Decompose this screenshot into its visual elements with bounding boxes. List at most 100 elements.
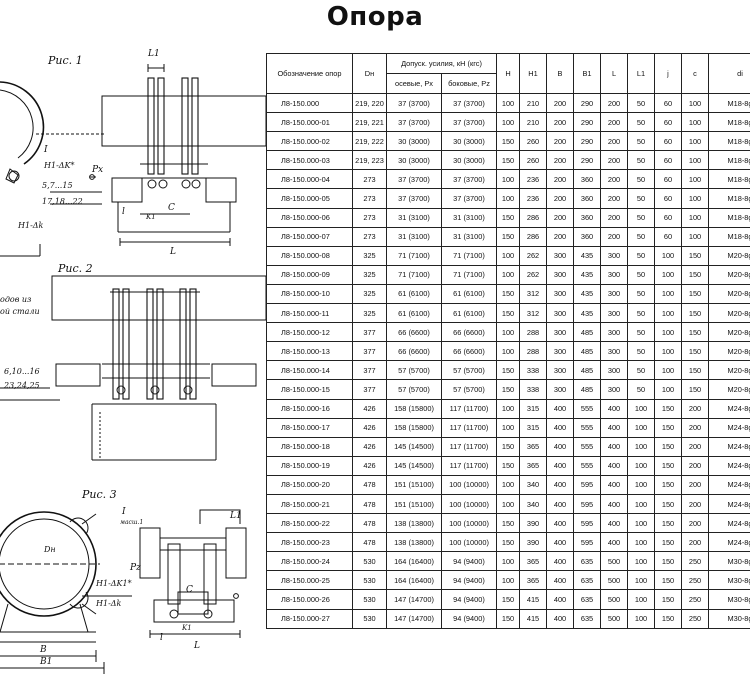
table-cell: 400 [600,436,628,457]
label-h1-dk-fig3: H1-Δk [95,599,122,608]
table-cell: 150 [654,417,682,438]
table-cell: 555 [573,417,601,438]
table-cell: Л8-150.000-25 [266,570,353,591]
table-cell: 100 (10000) [441,493,497,515]
table-cell: 555 [573,398,601,419]
table-cell: 400 [546,570,574,591]
table-cell: 435 [573,264,601,285]
table-cell: 117 (11700) [441,455,497,476]
table-cell: 390 [519,513,547,534]
table-cell: 500 [600,551,628,572]
support-drawing: Рис. 1 L1 Px I H1-ΔK* 5,7...15 17,18...2… [0,49,266,674]
table-cell: 150 [496,436,520,457]
table-cell: Л8-150.000-24 [266,551,353,572]
note-line-1: одов из [0,295,31,304]
dim-l-small-fig3: l [160,633,163,643]
table-cell: Л8-150.000-26 [266,589,353,610]
table-cell: 100 [681,112,709,133]
table-cell: 61 (6100) [441,283,497,305]
table-cell: 100 [496,264,520,285]
table-cell: 60 [654,226,682,247]
table-cell: 150 [654,532,682,553]
table-cell: 300 [546,283,574,305]
table-cell: 71 (7100) [441,264,497,285]
table-cell: 100 [681,226,709,247]
table-cell: 60 [654,150,682,171]
table-cell: Л8-150.000-19 [266,455,353,476]
table-cell: Л8-150.000-02 [266,131,353,152]
table-cell: 200 [681,532,709,553]
table-cell: 300 [600,264,628,285]
table-cell: 100 [627,551,655,572]
table-cell: 400 [546,551,574,572]
table-cell: 100 [496,341,520,362]
table-cell: Л8-150.000-27 [266,608,353,629]
table-cell: 57 (5700) [386,360,442,381]
table-cell: 377 [352,322,387,343]
table-cell: 290 [573,131,601,152]
table-cell: 150 [654,455,682,476]
table-cell: 426 [352,417,387,438]
table-cell: 150 [654,551,682,572]
table-cell: 360 [573,226,601,247]
table-cell: 290 [573,112,601,133]
fig3-label: Рис. 3 [81,488,117,501]
table-cell: 595 [573,532,601,553]
table-cell: 219, 222 [352,131,387,152]
figure-2 [0,275,266,461]
table-cell: 100 [654,264,682,285]
table-cell: 60 [654,131,682,152]
table-cell: 200 [546,169,574,190]
table-cell: 635 [573,570,601,591]
table-cell: 635 [573,608,601,629]
table-cell: Л8-150.000-12 [266,322,353,343]
table-cell: 37 (3700) [441,112,497,133]
table-cell: 50 [627,188,655,209]
table-cell: 250 [681,551,709,572]
table-cell: 400 [546,474,574,495]
table-cell: 435 [573,283,601,305]
table-cell: 100 (10000) [441,513,497,534]
table-cell: 100 [496,169,520,190]
table-cell: M24-8g [708,493,750,515]
table-cell: 300 [600,245,628,266]
table-cell: 100 [681,188,709,209]
table-cell: 377 [352,360,387,381]
table-cell: 100 [627,513,655,534]
table-cell: 377 [352,379,387,400]
table-cell: 60 [654,92,682,114]
table-cell: M30-8g [708,608,750,629]
table-cell: 100 [496,570,520,591]
table-cell: 200 [681,398,709,419]
table-cell: 400 [546,589,574,610]
table-cell: 50 [627,92,655,114]
table-cell: Л8-150.000-21 [266,493,353,515]
table-cell: 200 [546,188,574,209]
table-cell: 150 [654,398,682,419]
table-cell: 365 [519,436,547,457]
table-cell: 100 [654,360,682,381]
table-cell: 30 (3000) [441,150,497,171]
table-cell: M20-8g [708,322,750,343]
table-cell: M18-8g [708,112,750,133]
table-cell: 100 [496,474,520,495]
table-cell: 426 [352,398,387,419]
header-side: боковые, Pz [441,73,497,94]
table-cell: 150 [654,570,682,591]
table-cell: 31 (3100) [386,207,442,228]
table-cell: 150 [681,303,709,324]
table-cell: 150 [654,608,682,629]
table-cell: 200 [546,112,574,133]
table-cell: Л8-150.000-05 [266,188,353,209]
table-cell: 50 [627,131,655,152]
figure-3 [0,509,247,674]
table-cell: 530 [352,589,387,610]
table-cell: 150 [496,150,520,171]
table-cell: Л8-150.000-11 [266,303,353,324]
table-cell: 31 (3100) [441,226,497,247]
